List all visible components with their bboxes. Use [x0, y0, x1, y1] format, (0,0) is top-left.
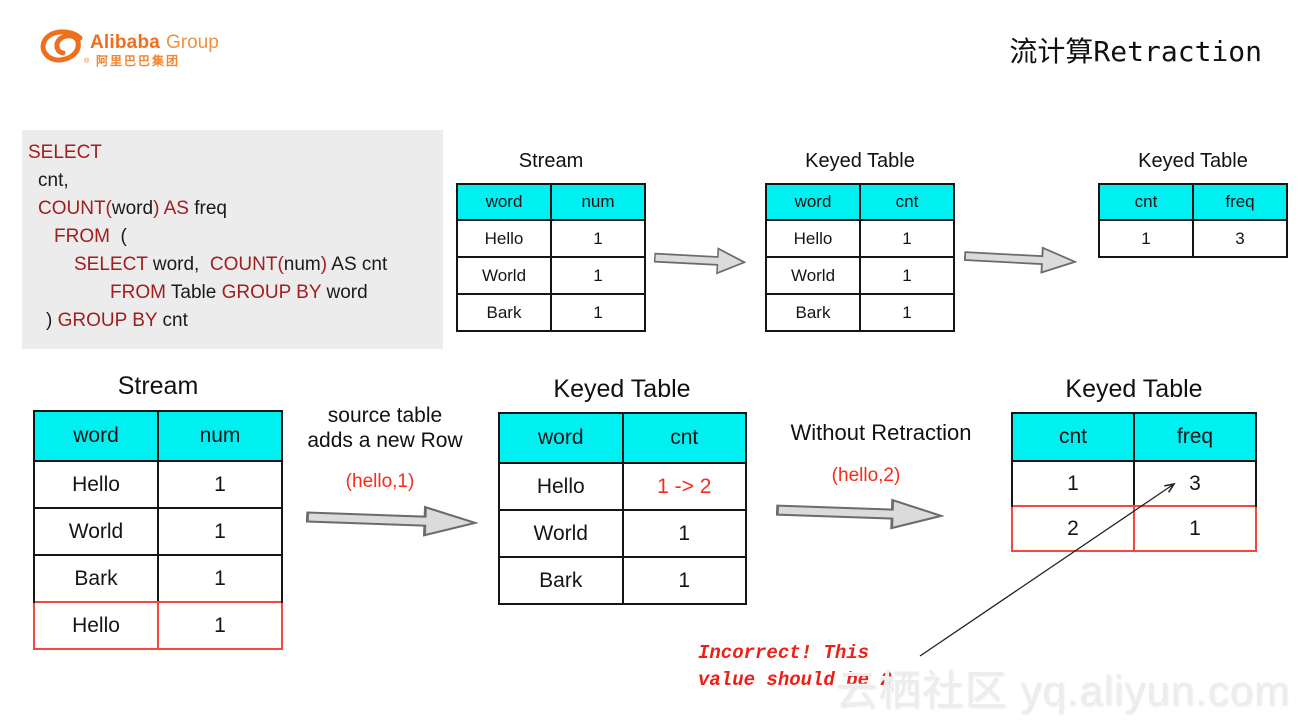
table-header-row: cnt freq: [1013, 414, 1255, 460]
sql-line: COUNT(word) AS freq: [38, 198, 228, 219]
table-title-keyed-top: Keyed Table: [805, 150, 915, 172]
table-header-row: word num: [35, 412, 281, 460]
sql-line: FROM Table GROUP BY word: [110, 282, 368, 303]
table-header-row: word num: [458, 185, 644, 219]
logo-suffix-text: Group: [166, 32, 219, 53]
updated-count-cell: 1 -> 2: [621, 464, 746, 509]
page-title: 流计算Retraction: [1009, 35, 1262, 68]
header-cell: num: [550, 185, 644, 219]
annotation-incorrect-line2: value should be 2: [698, 669, 892, 691]
sql-code-block: SELECT cnt, COUNT(word) AS freq FROM ( S…: [22, 130, 443, 349]
sql-line: SELECT: [28, 142, 102, 163]
table-title-stream-top: Stream: [518, 150, 584, 172]
header-cell: freq: [1133, 414, 1255, 460]
logo-chinese-text: 阿里巴巴集团: [96, 54, 181, 68]
header-cell: word: [73, 424, 119, 447]
logo-brand-text: Alibaba: [90, 32, 161, 53]
table-title-stream-bottom: Stream: [117, 372, 199, 400]
table-header-row: word cnt: [500, 414, 745, 462]
sql-line: cnt,: [38, 170, 69, 191]
incorrect-value-cell: 3: [1133, 462, 1255, 505]
sql-line: ) GROUP BY cnt: [46, 310, 188, 331]
annotation-hello2: (hello,2): [831, 465, 901, 486]
table-title-keyed-bottom-word: Keyed Table: [553, 375, 691, 403]
header-cell: cnt: [1134, 192, 1158, 211]
header-cell: word: [794, 192, 832, 211]
annotation-source-table: source table adds a new Row: [307, 404, 463, 452]
annotation-incorrect-line1: Incorrect! This: [698, 642, 870, 664]
table-header-row: cnt freq: [1100, 185, 1286, 219]
flow-arrow-icon: [963, 246, 1078, 274]
table-title-keyed-bottom-cnt: Keyed Table: [1065, 375, 1203, 403]
sql-line: FROM (: [54, 226, 127, 247]
alibaba-logo-icon: [40, 29, 83, 63]
flow-arrow-icon: [775, 498, 945, 530]
annotation-incorrect: Incorrect! This value should be 2: [698, 640, 892, 694]
header-cell: cnt: [621, 414, 746, 462]
flow-arrow-icon: [305, 505, 479, 537]
header-cell: word: [537, 426, 584, 449]
annotation-hello1: (hello,1): [345, 471, 415, 492]
header-cell: cnt: [1058, 425, 1087, 448]
logo-registered-mark: ®: [84, 58, 90, 65]
header-cell: num: [157, 412, 281, 460]
header-cell: freq: [1192, 185, 1286, 219]
callout-arrow-icon: [919, 482, 1176, 657]
flow-arrow-icon: [653, 247, 747, 275]
annotation-without-retraction: Without Retraction: [790, 420, 972, 445]
sql-line: SELECT word, COUNT(num) AS cnt: [74, 254, 388, 275]
header-cell: cnt: [859, 185, 953, 219]
table-header-row: word cnt: [767, 185, 953, 219]
alibaba-logo: Alibaba Group ® 阿里巴巴集团: [40, 22, 260, 72]
watermark: 云栖社区 yq.aliyun.com: [835, 667, 1290, 714]
table-title-keyed-top-cnt: Keyed Table: [1138, 150, 1248, 172]
header-cell: word: [485, 192, 523, 211]
